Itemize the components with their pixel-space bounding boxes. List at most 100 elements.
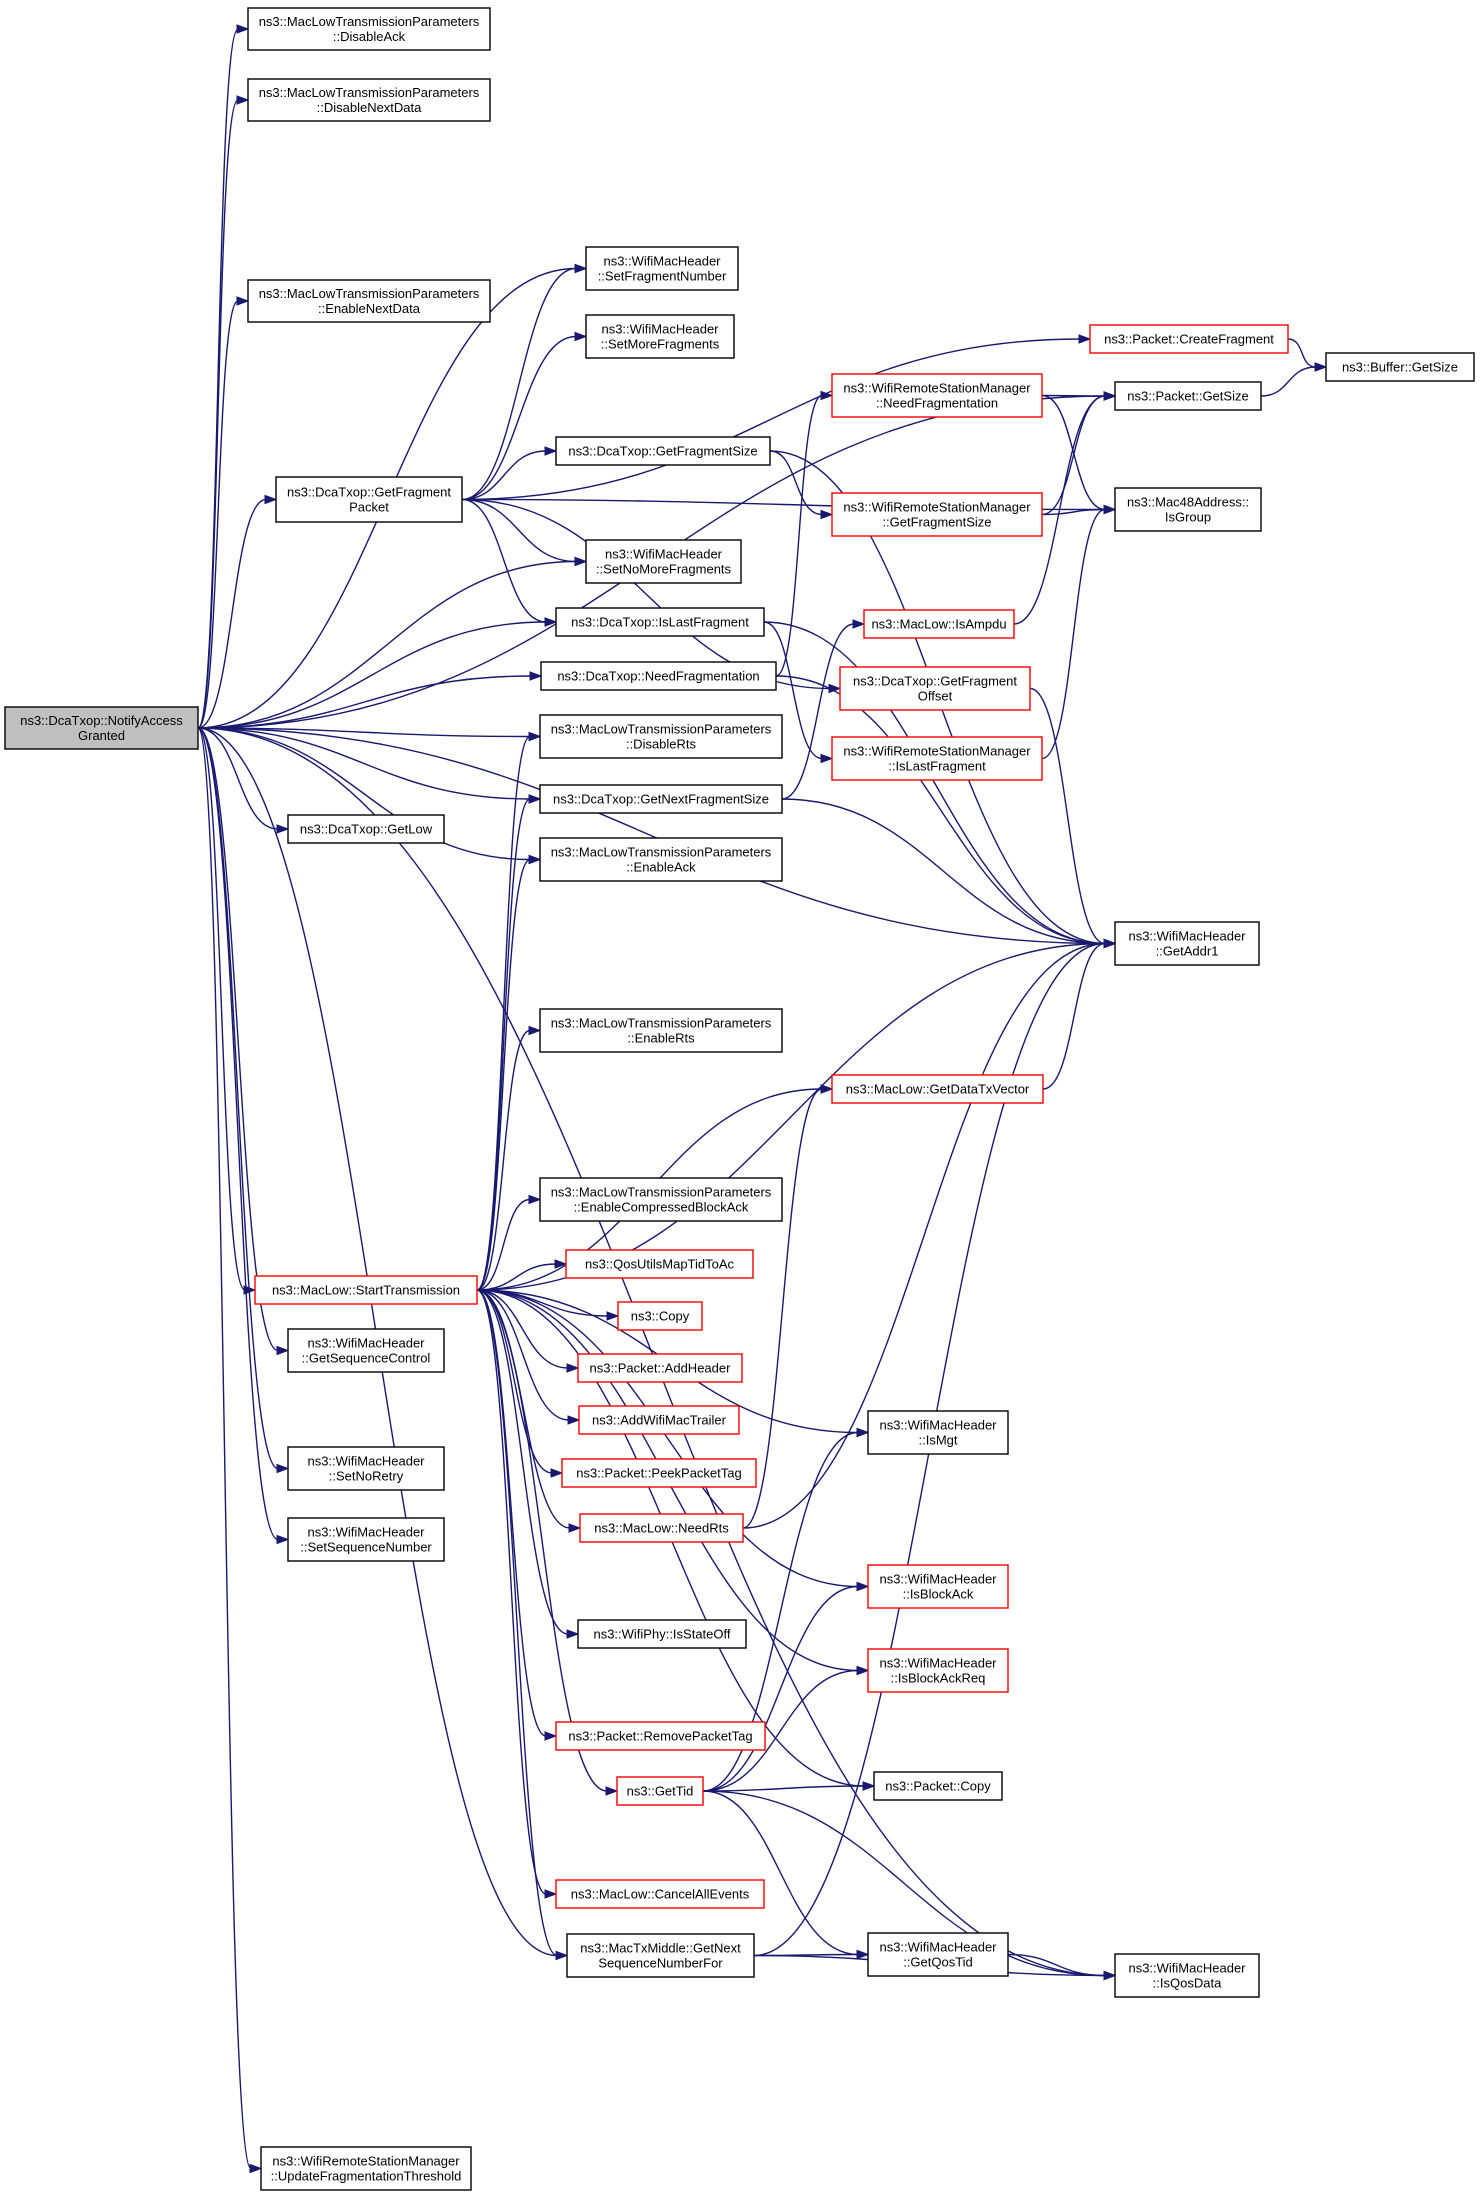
- node-box[interactable]: [287, 1328, 445, 1373]
- node-box[interactable]: [1114, 1953, 1260, 1998]
- node-peekpackettag[interactable]: ns3::Packet::PeekPacketTag: [561, 1458, 757, 1488]
- node-packetgetsize[interactable]: ns3::Packet::GetSize: [1114, 381, 1262, 411]
- node-cancelallevents[interactable]: ns3::MacLow::CancelAllEvents: [555, 1879, 765, 1909]
- node-buffergetsize[interactable]: ns3::Buffer::GetSize: [1325, 352, 1475, 382]
- node-getsequencecontrol[interactable]: ns3::WifiMacHeader::GetSequenceControl: [287, 1328, 445, 1373]
- node-box[interactable]: [4, 706, 199, 750]
- node-wrsm_needfragmentation[interactable]: ns3::WifiRemoteStationManager::NeedFragm…: [831, 373, 1043, 418]
- node-box[interactable]: [539, 837, 783, 882]
- node-box[interactable]: [831, 1074, 1044, 1104]
- node-getlow[interactable]: ns3::DcaTxop::GetLow: [287, 814, 445, 844]
- node-setnoretry[interactable]: ns3::WifiMacHeader::SetNoRetry: [287, 1446, 445, 1491]
- node-updatefragthreshold[interactable]: ns3::WifiRemoteStationManager::UpdateFra…: [260, 2146, 472, 2191]
- node-box[interactable]: [287, 1446, 445, 1491]
- node-box[interactable]: [831, 373, 1043, 418]
- node-box[interactable]: [254, 1275, 478, 1305]
- node-box[interactable]: [555, 607, 765, 637]
- node-box[interactable]: [831, 736, 1043, 781]
- node-box[interactable]: [260, 2146, 472, 2191]
- node-needrts[interactable]: ns3::MacLow::NeedRts: [579, 1513, 744, 1543]
- node-ismgt[interactable]: ns3::WifiMacHeader::IsMgt: [867, 1410, 1009, 1455]
- node-setmorefragments[interactable]: ns3::WifiMacHeader::SetMoreFragments: [585, 314, 735, 359]
- node-gettid[interactable]: ns3::GetTid: [616, 1776, 704, 1806]
- node-box[interactable]: [555, 1721, 766, 1751]
- node-box[interactable]: [539, 1177, 783, 1222]
- node-box[interactable]: [247, 78, 491, 122]
- node-box[interactable]: [539, 784, 783, 814]
- node-box[interactable]: [287, 814, 445, 844]
- node-setnomorefragments[interactable]: ns3::WifiMacHeader::SetNoMoreFragments: [585, 539, 742, 584]
- node-box[interactable]: [839, 666, 1031, 711]
- node-getfragmentsize[interactable]: ns3::DcaTxop::GetFragmentSize: [555, 436, 771, 466]
- node-box[interactable]: [539, 1008, 783, 1053]
- node-box[interactable]: [867, 1564, 1009, 1609]
- node-getnextfragmentsize[interactable]: ns3::DcaTxop::GetNextFragmentSize: [539, 784, 783, 814]
- node-box[interactable]: [1089, 324, 1289, 354]
- node-box[interactable]: [1325, 352, 1475, 382]
- node-createfragment[interactable]: ns3::Packet::CreateFragment: [1089, 324, 1289, 354]
- node-isstateoff[interactable]: ns3::WifiPhy::IsStateOff: [577, 1619, 747, 1649]
- node-box[interactable]: [579, 1513, 744, 1543]
- node-getqostid[interactable]: ns3::WifiMacHeader::GetQosTid: [867, 1932, 1009, 1977]
- node-addwifimactrailer[interactable]: ns3::AddWifiMacTrailer: [578, 1405, 740, 1435]
- node-isqosdata[interactable]: ns3::WifiMacHeader::IsQosData: [1114, 1953, 1260, 1998]
- node-box[interactable]: [577, 1353, 743, 1383]
- node-box[interactable]: [867, 1932, 1009, 1977]
- node-packetcopy[interactable]: ns3::Packet::Copy: [873, 1771, 1003, 1801]
- node-box[interactable]: [566, 1933, 755, 1978]
- node-isblockack[interactable]: ns3::WifiMacHeader::IsBlockAck: [867, 1564, 1009, 1609]
- node-setsequencenumber[interactable]: ns3::WifiMacHeader::SetSequenceNumber: [287, 1517, 445, 1562]
- node-box[interactable]: [1114, 487, 1262, 532]
- node-removepackettag[interactable]: ns3::Packet::RemovePacketTag: [555, 1721, 766, 1751]
- node-getaddr1[interactable]: ns3::WifiMacHeader::GetAddr1: [1114, 921, 1260, 966]
- node-box[interactable]: [565, 1249, 754, 1279]
- node-box[interactable]: [540, 661, 777, 691]
- node-box[interactable]: [555, 1879, 765, 1909]
- node-enableack[interactable]: ns3::MacLowTransmissionParameters::Enabl…: [539, 837, 783, 882]
- node-disablerts[interactable]: ns3::MacLowTransmissionParameters::Disab…: [539, 714, 783, 759]
- node-box[interactable]: [1114, 381, 1262, 411]
- node-wrsm_islastfragment[interactable]: ns3::WifiRemoteStationManager::IsLastFra…: [831, 736, 1043, 781]
- node-islastfragment[interactable]: ns3::DcaTxop::IsLastFragment: [555, 607, 765, 637]
- node-enablerts[interactable]: ns3::MacLowTransmissionParameters::Enabl…: [539, 1008, 783, 1053]
- node-box[interactable]: [616, 1776, 704, 1806]
- node-box[interactable]: [873, 1771, 1003, 1801]
- node-box[interactable]: [617, 1301, 703, 1331]
- node-box[interactable]: [863, 609, 1015, 639]
- node-disableack[interactable]: ns3::MacLowTransmissionParameters::Disab…: [247, 7, 491, 51]
- node-box[interactable]: [275, 476, 463, 523]
- node-box[interactable]: [585, 539, 742, 584]
- node-box[interactable]: [831, 492, 1043, 537]
- node-box[interactable]: [287, 1517, 445, 1562]
- node-box[interactable]: [867, 1648, 1009, 1693]
- node-enablenextdata[interactable]: ns3::MacLowTransmissionParameters::Enabl…: [247, 279, 491, 323]
- node-box[interactable]: [1114, 921, 1260, 966]
- node-qosutilsmaptidtoac[interactable]: ns3::QosUtilsMapTidToAc: [565, 1249, 754, 1279]
- node-enablecompressedblockack[interactable]: ns3::MacLowTransmissionParameters::Enabl…: [539, 1177, 783, 1222]
- node-box[interactable]: [585, 314, 735, 359]
- node-needfragmentation[interactable]: ns3::DcaTxop::NeedFragmentation: [540, 661, 777, 691]
- node-box[interactable]: [539, 714, 783, 759]
- node-isampdu[interactable]: ns3::MacLow::IsAmpdu: [863, 609, 1015, 639]
- node-box[interactable]: [585, 246, 739, 291]
- node-getdatatxvector[interactable]: ns3::MacLow::GetDataTxVector: [831, 1074, 1044, 1104]
- node-starttransmission[interactable]: ns3::MacLow::StartTransmission: [254, 1275, 478, 1305]
- node-box[interactable]: [247, 279, 491, 323]
- node-setfragmentnumber[interactable]: ns3::WifiMacHeader::SetFragmentNumber: [585, 246, 739, 291]
- node-disablenextdata[interactable]: ns3::MacLowTransmissionParameters::Disab…: [247, 78, 491, 122]
- node-box[interactable]: [867, 1410, 1009, 1455]
- node-box[interactable]: [578, 1405, 740, 1435]
- node-box[interactable]: [247, 7, 491, 51]
- node-box[interactable]: [577, 1619, 747, 1649]
- node-isblockackreq[interactable]: ns3::WifiMacHeader::IsBlockAckReq: [867, 1648, 1009, 1693]
- node-getnextsequencenumberfor[interactable]: ns3::MacTxMiddle::GetNextSequenceNumberF…: [566, 1933, 755, 1978]
- node-box[interactable]: [561, 1458, 757, 1488]
- node-wrsm_getfragmentsize[interactable]: ns3::WifiRemoteStationManager::GetFragme…: [831, 492, 1043, 537]
- node-isgroup[interactable]: ns3::Mac48Address::IsGroup: [1114, 487, 1262, 532]
- node-addheader[interactable]: ns3::Packet::AddHeader: [577, 1353, 743, 1383]
- node-box[interactable]: [555, 436, 771, 466]
- node-copy[interactable]: ns3::Copy: [617, 1301, 703, 1331]
